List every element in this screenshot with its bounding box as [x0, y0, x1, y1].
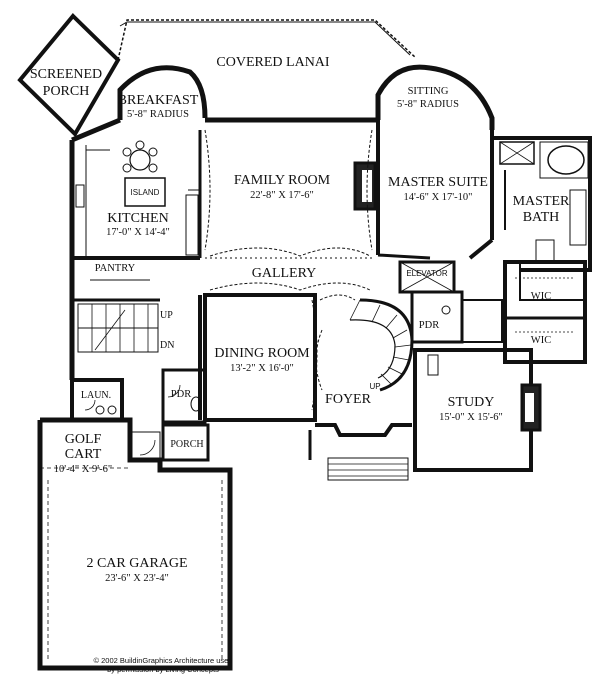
golf-cart-dim: 10'-4" X 9'-6" — [54, 464, 112, 475]
lanai-outline — [117, 19, 417, 61]
gallery-label: GALLERY — [252, 266, 317, 281]
dining-room-label: DINING ROOM — [214, 346, 310, 361]
master-bath-label-1: MASTER — [513, 194, 570, 209]
covered-lanai-label: COVERED LANAI — [216, 55, 329, 70]
walls — [17, 13, 592, 671]
kitchen-label: KITCHEN — [107, 211, 168, 226]
breakfast-bay-wall — [117, 65, 208, 120]
garage-label: 2 CAR GARAGE — [86, 556, 187, 571]
kitchen-dim: 17'-0" X 14'-4" — [106, 227, 170, 238]
pdr-label-left: PDR — [171, 389, 191, 400]
garage-dim: 23'-6" X 23'-4" — [105, 573, 169, 584]
wic-closets — [503, 260, 587, 364]
screened-porch-label-1: SCREENED — [30, 67, 102, 82]
breakfast-radius: 5'-8" RADIUS — [127, 109, 189, 120]
breakfast-table — [129, 149, 151, 171]
room-labels: COVERED LANAI SCREENED PORCH BREAKFAST 5… — [30, 55, 570, 584]
master-bath-outline — [492, 136, 592, 272]
credit-line-2: by permission by Living Concepts — [107, 665, 219, 674]
master-suite-label: MASTER SUITE — [388, 175, 488, 190]
sitting-label: SITTING — [408, 86, 449, 97]
island-label: ISLAND — [131, 188, 160, 197]
screened-porch-outline — [17, 13, 121, 138]
sitting-bay-wall — [375, 64, 495, 130]
pdr-label-right: PDR — [419, 320, 439, 331]
study-walls — [413, 348, 533, 472]
dining-room-walls — [203, 293, 317, 422]
breakfast-label: BREAKFAST — [118, 93, 199, 108]
bath-tub — [547, 145, 585, 175]
foyer-up-label: UP — [369, 382, 380, 391]
wic-label-2: WIC — [531, 335, 551, 346]
master-suite-dim: 14'-6" X 17'-10" — [404, 192, 473, 203]
rear-stair-dn-label: DN — [160, 340, 174, 351]
screened-porch-label-2: PORCH — [43, 84, 90, 99]
pantry-label: PANTRY — [95, 263, 136, 274]
porch-label: PORCH — [170, 439, 203, 450]
study-label: STUDY — [448, 395, 495, 410]
golf-cart-label-2: CART — [65, 447, 102, 462]
dining-room-dim: 13'-2" X 16'-0" — [230, 363, 294, 374]
family-room-label: FAMILY ROOM — [234, 173, 331, 188]
wic-label-1: WIC — [531, 291, 551, 302]
front-steps — [327, 457, 409, 481]
foyer-walls — [315, 423, 412, 437]
elevator-label: ELEVATOR — [406, 269, 448, 278]
study-dim: 15'-0" X 15'-6" — [439, 412, 503, 423]
sitting-radius: 5'-8" RADIUS — [397, 99, 459, 110]
family-room-dim: 22'-8" X 17'-6" — [250, 190, 314, 201]
foyer-curved-stair — [359, 298, 414, 392]
master-bath-label-2: BATH — [523, 210, 560, 225]
copyright-credit: © 2002 BuildinGraphics Architecture used… — [68, 656, 258, 674]
golf-cart-label-1: GOLF — [65, 432, 102, 447]
laundry-label: LAUN. — [81, 390, 111, 401]
rear-stair-up-label: UP — [160, 310, 173, 321]
foyer-label: FOYER — [325, 392, 372, 407]
kitchen-island — [124, 177, 166, 207]
credit-line-1: © 2002 BuildinGraphics Architecture used — [93, 656, 233, 665]
